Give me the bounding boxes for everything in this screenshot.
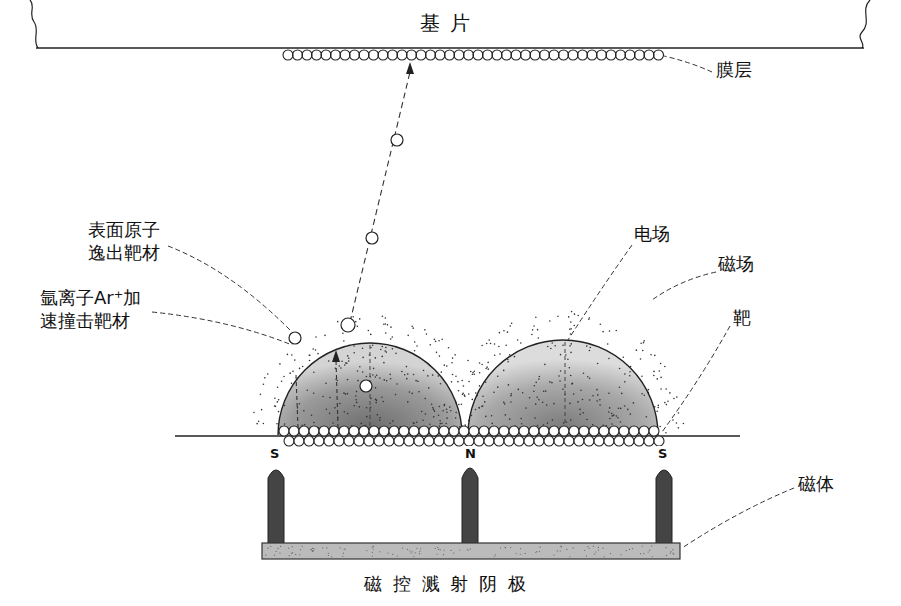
film-layer	[283, 50, 664, 60]
pole-label: S	[657, 446, 668, 463]
plasma	[278, 343, 462, 435]
part-label: 氩离子Ar⁺加 速撞击靶材	[40, 286, 152, 333]
part-label: 磁场	[718, 252, 754, 275]
pole-label: N	[464, 446, 477, 463]
magnetic-field-line	[278, 343, 462, 435]
substrate	[30, 0, 870, 48]
pole-label: S	[269, 446, 280, 463]
magnet-base	[262, 543, 680, 559]
substrate-band: 基片	[36, 0, 864, 46]
part-label: 靶	[733, 306, 751, 329]
substrate-label: 基片	[420, 10, 480, 37]
magnet	[268, 468, 672, 545]
plasma	[468, 340, 658, 435]
part-label: 电场	[634, 222, 670, 245]
caption-label: 磁控溅射阴极	[364, 572, 537, 595]
atom-path	[350, 72, 410, 322]
part-label: 磁体	[798, 472, 834, 495]
part-label: 表面原子 逸出靶材	[88, 218, 168, 265]
leader-line	[152, 56, 794, 548]
target	[279, 426, 664, 446]
electric-field-line	[565, 342, 566, 432]
part-label: 膜层	[716, 58, 752, 81]
magnetic-field-line	[468, 340, 658, 435]
